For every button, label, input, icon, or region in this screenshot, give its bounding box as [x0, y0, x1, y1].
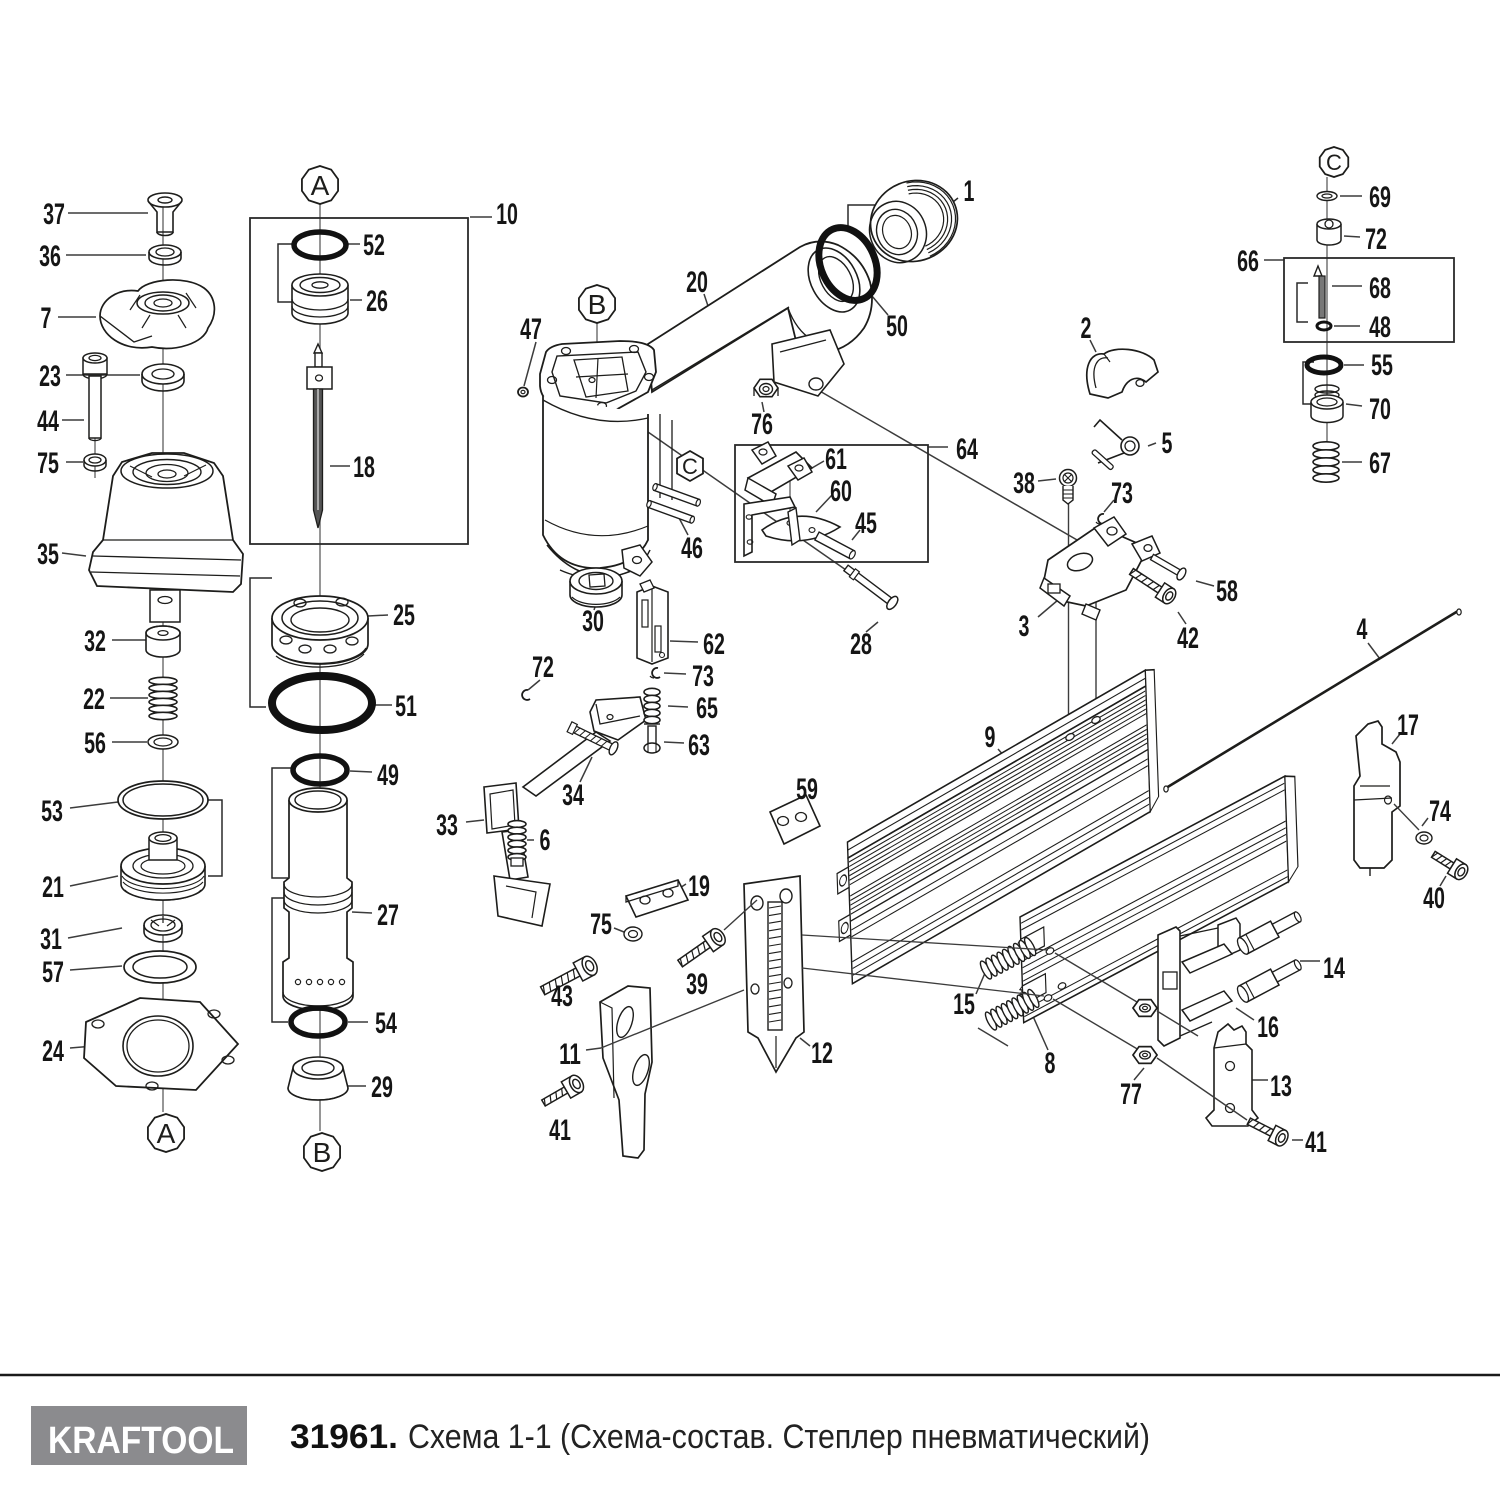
- svg-text:B: B: [313, 1137, 332, 1168]
- svg-text:7: 7: [41, 302, 52, 335]
- svg-text:22: 22: [83, 683, 105, 716]
- svg-text:72: 72: [532, 651, 554, 684]
- svg-text:52: 52: [363, 229, 385, 262]
- svg-text:19: 19: [688, 870, 710, 903]
- svg-text:50: 50: [886, 310, 908, 343]
- svg-text:B: B: [588, 289, 607, 320]
- svg-text:28: 28: [850, 628, 872, 661]
- svg-text:6: 6: [540, 824, 551, 857]
- svg-text:66: 66: [1237, 245, 1259, 278]
- svg-text:62: 62: [703, 628, 725, 661]
- svg-text:30: 30: [582, 605, 604, 638]
- svg-text:21: 21: [42, 871, 64, 904]
- svg-text:31961.: 31961.: [290, 1418, 398, 1456]
- svg-text:35: 35: [37, 538, 59, 571]
- svg-text:58: 58: [1216, 575, 1238, 608]
- svg-text:41: 41: [1305, 1126, 1327, 1159]
- svg-text:47: 47: [520, 313, 542, 346]
- svg-text:KRAFTOOL: KRAFTOOL: [48, 1420, 234, 1462]
- svg-text:4: 4: [1357, 613, 1368, 646]
- svg-text:61: 61: [825, 443, 847, 476]
- svg-text:15: 15: [953, 988, 975, 1021]
- svg-text:65: 65: [696, 692, 718, 725]
- svg-text:67: 67: [1369, 447, 1391, 480]
- svg-text:27: 27: [377, 899, 399, 932]
- svg-text:49: 49: [377, 759, 399, 792]
- svg-text:56: 56: [84, 727, 106, 760]
- svg-text:29: 29: [371, 1071, 393, 1104]
- svg-text:36: 36: [39, 240, 61, 273]
- svg-text:45: 45: [855, 507, 877, 540]
- svg-text:64: 64: [956, 433, 978, 466]
- svg-text:60: 60: [830, 475, 852, 508]
- svg-text:25: 25: [393, 599, 415, 632]
- svg-text:51: 51: [395, 690, 417, 723]
- svg-text:17: 17: [1397, 709, 1419, 742]
- svg-text:11: 11: [559, 1038, 581, 1071]
- svg-text:40: 40: [1423, 882, 1445, 915]
- svg-text:24: 24: [42, 1035, 64, 1068]
- svg-text:55: 55: [1371, 349, 1393, 382]
- svg-text:53: 53: [41, 795, 63, 828]
- svg-text:20: 20: [686, 266, 708, 299]
- svg-text:70: 70: [1369, 393, 1391, 426]
- svg-text:3: 3: [1019, 610, 1030, 643]
- svg-text:10: 10: [496, 198, 518, 231]
- svg-text:69: 69: [1369, 181, 1391, 214]
- svg-text:59: 59: [796, 773, 818, 806]
- svg-text:C: C: [1326, 150, 1342, 175]
- svg-text:33: 33: [436, 809, 458, 842]
- svg-text:34: 34: [562, 779, 584, 812]
- svg-text:31: 31: [40, 923, 62, 956]
- svg-text:18: 18: [353, 451, 375, 484]
- svg-text:77: 77: [1120, 1078, 1142, 1111]
- svg-text:23: 23: [39, 360, 61, 393]
- svg-text:A: A: [311, 170, 330, 201]
- svg-text:14: 14: [1323, 952, 1345, 985]
- svg-text:C: C: [682, 454, 698, 479]
- svg-text:26: 26: [366, 285, 388, 318]
- svg-text:8: 8: [1045, 1047, 1056, 1080]
- svg-text:76: 76: [751, 408, 773, 441]
- svg-text:37: 37: [43, 198, 65, 231]
- svg-text:75: 75: [590, 908, 612, 941]
- svg-text:42: 42: [1177, 622, 1199, 655]
- svg-text:48: 48: [1369, 311, 1391, 344]
- svg-text:5: 5: [1162, 427, 1173, 460]
- svg-text:73: 73: [692, 660, 714, 693]
- svg-text:46: 46: [681, 532, 703, 565]
- svg-text:73: 73: [1111, 477, 1133, 510]
- svg-text:1: 1: [964, 175, 975, 208]
- svg-text:72: 72: [1365, 223, 1387, 256]
- svg-text:43: 43: [551, 980, 573, 1013]
- svg-text:39: 39: [686, 968, 708, 1001]
- svg-text:38: 38: [1013, 467, 1035, 500]
- svg-text:44: 44: [37, 405, 59, 438]
- svg-text:13: 13: [1270, 1070, 1292, 1103]
- svg-text:12: 12: [811, 1037, 833, 1070]
- svg-text:74: 74: [1429, 795, 1451, 828]
- svg-text:54: 54: [375, 1007, 397, 1040]
- svg-text:68: 68: [1369, 272, 1391, 305]
- svg-text:Схема 1-1 (Схема-состав. Степл: Схема 1-1 (Схема-состав. Степлер пневмат…: [408, 1418, 1150, 1456]
- svg-text:2: 2: [1081, 312, 1092, 345]
- svg-text:16: 16: [1257, 1011, 1279, 1044]
- svg-text:57: 57: [42, 956, 64, 989]
- svg-text:9: 9: [985, 721, 996, 754]
- svg-text:32: 32: [84, 625, 106, 658]
- svg-text:A: A: [157, 1118, 176, 1149]
- svg-text:63: 63: [688, 729, 710, 762]
- svg-text:75: 75: [37, 447, 59, 480]
- svg-text:41: 41: [549, 1114, 571, 1147]
